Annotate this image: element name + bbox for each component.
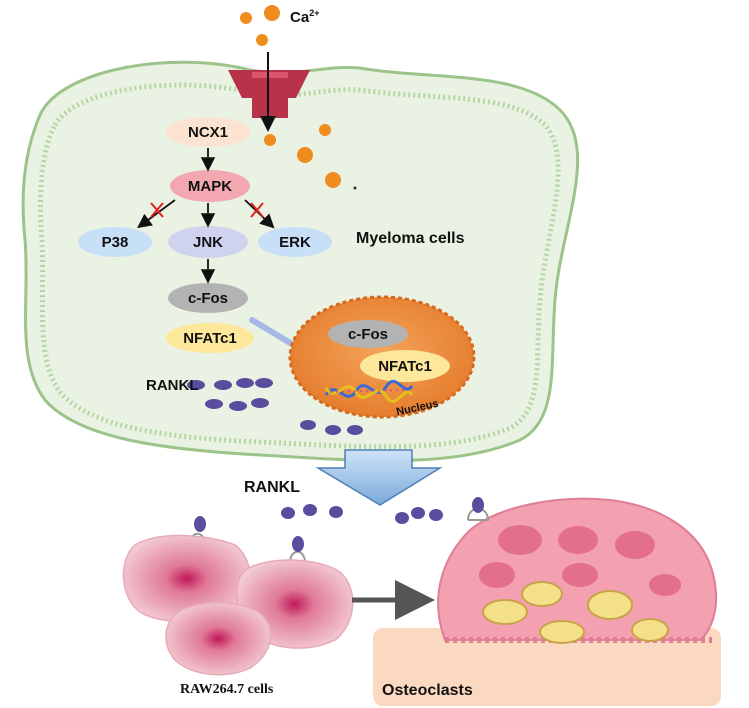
rankl-molecule [429, 509, 443, 521]
mitochondrion [521, 581, 563, 607]
p38-pill [78, 227, 152, 257]
rankl-outside-label: RANKL [244, 479, 300, 496]
raw-cell [165, 601, 272, 676]
osteoclasts-label: Osteoclasts [382, 682, 473, 699]
dna-icon [324, 379, 414, 398]
osteoclast-nucleus [615, 531, 655, 559]
nucleus-nfatc1-pill [360, 350, 450, 382]
nucleus-nfatc1-label: NFATc1 [378, 357, 432, 375]
ncx1-label: NCX1 [187, 123, 228, 141]
cell-membrane-dots [38, 82, 561, 450]
calcium-ion [264, 5, 280, 21]
rankl-molecule [205, 399, 223, 409]
rankl-molecule [281, 507, 295, 519]
nfatc1-pill [166, 323, 254, 353]
osteoclast-nucleus [562, 563, 598, 587]
nucleus [288, 295, 476, 419]
p38-block-icon [150, 202, 164, 218]
rankl-molecule [300, 420, 316, 430]
nucleus-cfos-pill [328, 320, 408, 348]
rankl-molecule [325, 425, 341, 435]
calcium-ion [325, 172, 341, 188]
rankl-molecule [187, 380, 205, 390]
rankl-molecule [255, 378, 273, 388]
mapk-to-p38-arrow [137, 199, 176, 229]
osteoclast-nucleus [558, 526, 598, 554]
p38-label: P38 [101, 233, 129, 251]
rank-receptor [289, 536, 307, 564]
nfatc1-label: NFATc1 [183, 329, 237, 347]
erk-block-icon [250, 202, 264, 218]
jnk-label: JNK [192, 233, 223, 251]
calcium-ions [240, 5, 357, 190]
calcium-ion [240, 12, 252, 24]
secretion-arrow [315, 449, 443, 506]
rankl-molecule [395, 512, 409, 524]
ncx1-pill [166, 117, 250, 147]
osteoclast-nucleus [649, 574, 681, 596]
cfos-pill [168, 283, 248, 313]
rankl-cluster-inside [187, 378, 363, 435]
rank-receptor [467, 497, 490, 521]
rankl-molecule [347, 425, 363, 435]
osteoclast-nucleus [498, 525, 542, 555]
myeloma-cells-label: Myeloma cells [356, 230, 465, 247]
myeloma-cell [21, 60, 580, 463]
nucleus-cfos-label: c-Fos [347, 325, 388, 343]
raw-cells-label: RAW264.7 cells [180, 682, 274, 697]
rankl-inside-label: RANKL [146, 377, 199, 394]
calcium-ion [353, 186, 357, 190]
bone-surface [373, 628, 721, 706]
mitochondrion [631, 618, 669, 642]
mitochondrion [587, 590, 633, 620]
rankl-molecule [303, 504, 317, 516]
erk-pill [258, 227, 332, 257]
mapk-label: MAPK [187, 177, 233, 195]
calcium-label: Ca2+ [290, 8, 320, 26]
rankl-molecule [229, 401, 247, 411]
calcium-ion [264, 134, 276, 146]
rankl-molecule [329, 506, 343, 518]
calcium-ion [297, 147, 313, 163]
osteoclast-nucleus [479, 562, 515, 588]
erk-label: ERK [279, 233, 311, 251]
cfos-label: c-Fos [187, 289, 228, 307]
mapk-pill [170, 170, 250, 202]
calcium-ion [256, 34, 268, 46]
cell-membrane-outer [21, 60, 580, 463]
mitochondrion [482, 599, 528, 625]
rankl-molecule [214, 380, 232, 390]
mitochondrion [539, 620, 585, 644]
rankl-molecule [236, 378, 254, 388]
calcium-ion [319, 124, 331, 136]
rankl-molecule [251, 398, 269, 408]
jnk-pill [168, 226, 248, 258]
osteoclast-cell [437, 497, 717, 644]
rankl-cluster-outside [281, 504, 443, 524]
rankl-molecule [411, 507, 425, 519]
